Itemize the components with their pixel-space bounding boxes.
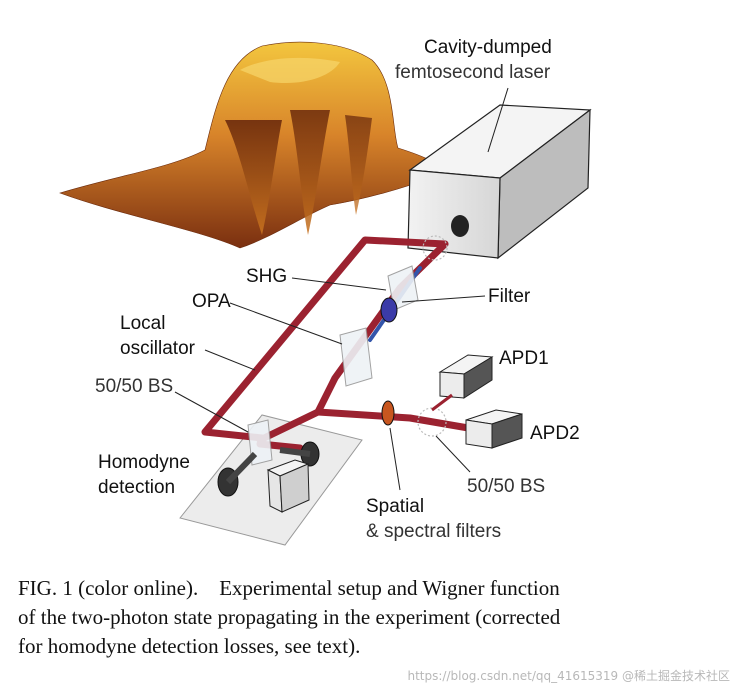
shg-label: SHG: [246, 266, 288, 287]
beam-splitter-right-label: 50/50 BS: [467, 476, 546, 497]
beam-to-apd1: [431, 393, 453, 412]
local-oscillator-label-line1: Local: [120, 313, 166, 334]
caption-line-2: of the two-photon state propagating in t…: [18, 605, 561, 629]
laser-label-line2: femtosecond laser: [395, 62, 551, 83]
apd1-label: APD1: [499, 348, 549, 369]
watermark: https://blog.csdn.net/qq_41615319 @稀土掘金技…: [407, 669, 731, 683]
homodyne-label-line2: detection: [98, 477, 176, 498]
opa-crystal: [339, 327, 373, 387]
wigner-function-plot: [59, 41, 449, 249]
spatial-spectral-filter: [381, 400, 395, 426]
apd2-detector: [465, 409, 523, 449]
homodyne-detectors: [217, 441, 320, 513]
caption-line-1: FIG. 1 (color online). Experimental setu…: [18, 576, 560, 600]
laser-output-optic: [422, 235, 448, 261]
beam-splitter-right: [417, 407, 447, 437]
experimental-setup-figure: [59, 41, 592, 546]
femtosecond-laser: [407, 104, 592, 260]
laser-label-line1: Cavity-dumped: [424, 37, 552, 58]
laser-label-pointer: [487, 87, 509, 153]
label-pointers: [174, 277, 486, 491]
filter-element: [380, 297, 398, 323]
figure-caption: FIG. 1 (color online). Experimental setu…: [18, 574, 708, 661]
filter-label: Filter: [488, 286, 531, 307]
spatial-filters-label-line1: Spatial: [366, 496, 425, 517]
opa-label: OPA: [192, 291, 231, 312]
apd2-label: APD2: [530, 423, 580, 444]
spatial-filters-label-line2: & spectral filters: [366, 521, 502, 542]
homodyne-label-line1: Homodyne: [98, 452, 190, 473]
caption-line-3: for homodyne detection losses, see text)…: [18, 634, 361, 658]
apd1-detector: [438, 354, 494, 399]
beam-splitter-left-label: 50/50 BS: [95, 376, 174, 397]
local-oscillator-label-line2: oscillator: [120, 338, 195, 359]
